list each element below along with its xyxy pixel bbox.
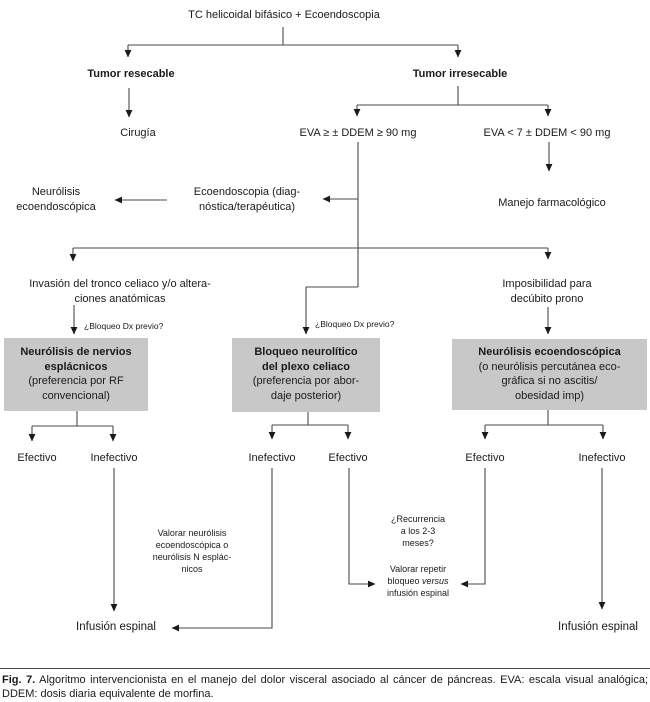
figure-caption: Fig. 7. Algoritmo intervencionista en el… — [2, 673, 648, 701]
node-ecoendoscopia: Ecoendoscopia (diag- nóstica/terapéutica… — [193, 186, 301, 213]
label-bloqueo-dx-centro: ¿Bloqueo Dx previo? — [315, 319, 395, 329]
edge-efectivo3-to-valorar — [460, 468, 486, 588]
box-neurolisis-ecoendoscopica: Neurólisis ecoendoscópica (o neurólisis … — [452, 339, 647, 410]
note-valorar-neurolisis: Valorar neurólisis ecoendoscópica o neur… — [152, 528, 232, 574]
note-valorar-repetir: Valorar repetir bloqueo versus infusión … — [386, 564, 450, 598]
node-tumor-resecable: Tumor resecable — [87, 68, 175, 80]
note-recurrencia: ¿Recurrencia a los 2-3 meses? — [390, 514, 446, 548]
caption-fig-label: Fig. 7. — [2, 674, 36, 686]
edge-efectivo2-to-valorar — [348, 468, 376, 588]
label-bloqueo-dx-izq: ¿Bloqueo Dx previo? — [84, 321, 164, 331]
node-infusion-espinal-izq: Infusión espinal — [76, 621, 156, 633]
box-bloqueo-plexo-celiaco: Bloqueo neurolítico del plexo celiaco (p… — [232, 338, 380, 412]
edge-inefectivo2-to-infusion — [171, 468, 273, 632]
node-eva-alta: EVA ≥ ± DDEM ≥ 90 mg — [299, 127, 417, 139]
edge-to-box-celiaco — [302, 286, 358, 335]
node-invasion-tronco-celiaco: Invasión del tronco celiaco y/o altera- … — [29, 278, 211, 305]
caption-text: Algoritmo intervencionista en el manejo … — [2, 674, 649, 700]
node-eva-baja: EVA < 7 ± DDEM < 90 mg — [483, 127, 611, 139]
box-neurolisis-esplacnicos: Neurólisis de nervios esplácnicos (prefe… — [4, 338, 148, 411]
node-neurolisis-ecoendoscopica: Neurólisis ecoendoscópica — [16, 186, 96, 213]
root-node: TC helicoidal bifásico + Ecoendoscopia — [188, 9, 380, 21]
outcome-inefectivo-3: Inefectivo — [578, 452, 626, 464]
outcome-inefectivo-1: Inefectivo — [90, 452, 138, 464]
outcome-inefectivo-2: Inefectivo — [248, 452, 296, 464]
node-infusion-espinal-der: Infusión espinal — [558, 621, 638, 633]
node-cirugia: Cirugía — [120, 127, 156, 139]
caption-divider — [0, 668, 650, 669]
outcome-efectivo-2: Efectivo — [328, 452, 368, 464]
node-tumor-irresecable: Tumor irresecable — [412, 68, 508, 80]
node-manejo-farmacologico: Manejo farmacológico — [498, 197, 606, 209]
outcome-efectivo-1: Efectivo — [17, 452, 57, 464]
node-imposibilidad-decubito: Imposibilidad para decúbito prono — [502, 278, 592, 305]
outcome-efectivo-3: Efectivo — [465, 452, 505, 464]
